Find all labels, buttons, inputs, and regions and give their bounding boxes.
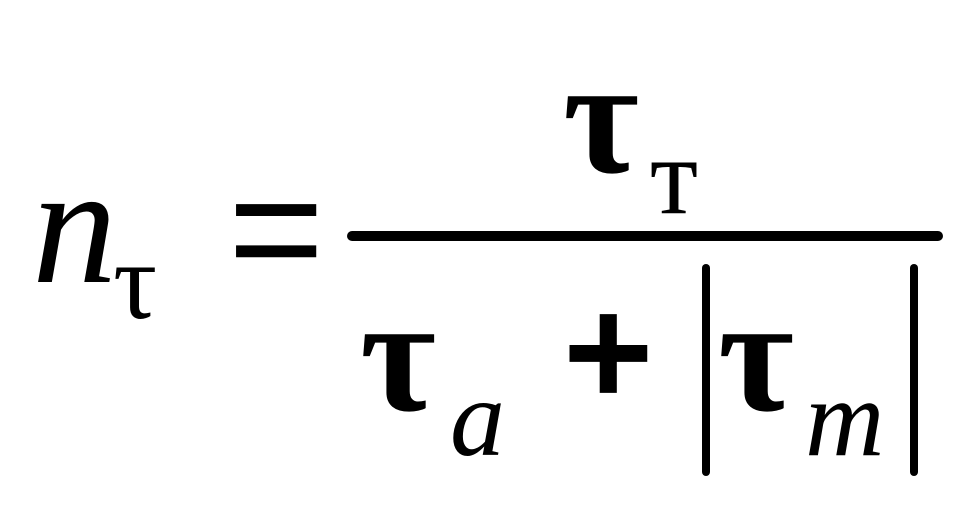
lhs-subscript: τ bbox=[113, 220, 157, 342]
denominator-term2-symbol: τ bbox=[718, 263, 794, 446]
lhs-symbol: n bbox=[32, 131, 117, 319]
denominator-term2-subscript: m bbox=[805, 357, 884, 479]
numerator-subscript: т bbox=[650, 115, 698, 237]
denominator-term1-subscript: a bbox=[450, 357, 505, 479]
plus-sign: + bbox=[563, 265, 654, 438]
equals-sign: = bbox=[228, 136, 324, 320]
numerator-symbol: τ bbox=[563, 25, 639, 208]
denominator-term1-symbol: τ bbox=[360, 263, 436, 446]
